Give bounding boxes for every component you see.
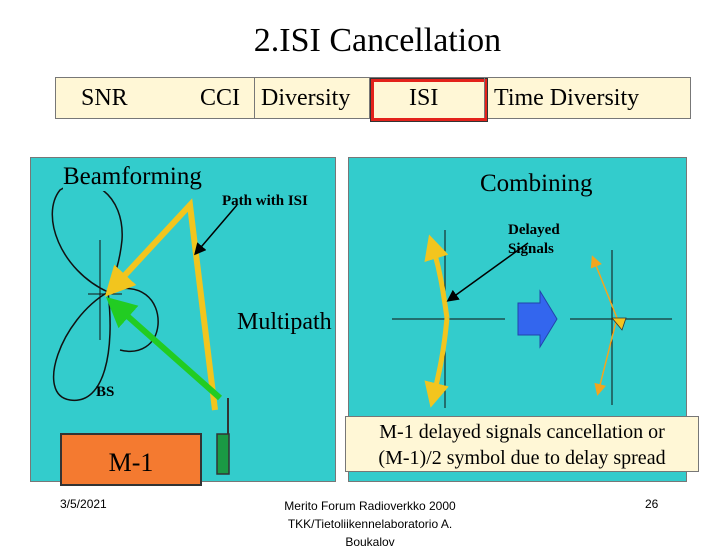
- footer-credit-line2: TKK/Tietoliikennelaboratorio A.: [287, 517, 453, 531]
- tab-snr[interactable]: SNR: [81, 85, 128, 111]
- tab-divider: [254, 78, 255, 118]
- delayed-signals-pointer: [446, 242, 529, 302]
- m-minus-1-box: M-1: [60, 433, 202, 486]
- caption-line2: (M-1)/2 symbol due to delay spread: [378, 447, 666, 469]
- path-with-isi-label: Path with ISI: [222, 193, 308, 209]
- tab-diversity[interactable]: Diversity: [261, 85, 351, 111]
- delayed-label-line2: Signals: [508, 241, 554, 257]
- footer-credit-line1: Merito Forum Radioverkko 2000: [284, 499, 456, 513]
- direct-path: [106, 297, 222, 401]
- page-number: 26: [645, 497, 659, 511]
- beamforming-heading: Beamforming: [63, 163, 202, 191]
- tab-divider: [484, 78, 485, 118]
- output-vector: [594, 317, 618, 396]
- tab-active-highlight: [370, 78, 488, 122]
- tab-cci[interactable]: CCI: [200, 85, 241, 111]
- footer-credit-line3: Boukalov: [345, 535, 395, 549]
- m-minus-1-label: M-1: [108, 448, 154, 477]
- beam-pattern-lobe: [51, 182, 123, 294]
- caption-line1: M-1 delayed signals cancellation or: [379, 421, 665, 443]
- combining-heading: Combining: [480, 170, 593, 197]
- cancellation-caption: M-1 delayed signals cancellation or (M-1…: [345, 416, 699, 472]
- footer-credit: Merito Forum Radioverkko 2000 TKK/Tietol…: [230, 497, 510, 551]
- footer-date: 3/5/2021: [60, 497, 107, 511]
- slide-title: 2.ISI Cancellation: [253, 22, 502, 59]
- beam-pattern-lobe: [53, 290, 111, 401]
- combining-arrow-icon: [517, 289, 558, 349]
- mobile-terminal-icon: [216, 433, 230, 475]
- delayed-signals-label: Delayed Signals: [508, 221, 560, 259]
- tab-isi[interactable]: ISI: [409, 85, 439, 111]
- delayed-signal-upper: [424, 234, 450, 319]
- tab-time-diversity[interactable]: Time Diversity: [494, 85, 640, 111]
- tab-divider: [369, 78, 370, 118]
- topic-tabbar: SNR CCI Diversity ISI Time Diversity: [55, 77, 691, 122]
- multipath-label: Multipath: [237, 309, 332, 336]
- path-with-isi: [104, 198, 218, 411]
- combined-signal-marker: [611, 317, 627, 331]
- delayed-label-line1: Delayed: [508, 222, 560, 238]
- pointer-arrow: [194, 204, 238, 256]
- delayed-signal-lower: [424, 317, 450, 408]
- output-vector: [590, 255, 618, 319]
- bs-label: BS: [96, 384, 115, 400]
